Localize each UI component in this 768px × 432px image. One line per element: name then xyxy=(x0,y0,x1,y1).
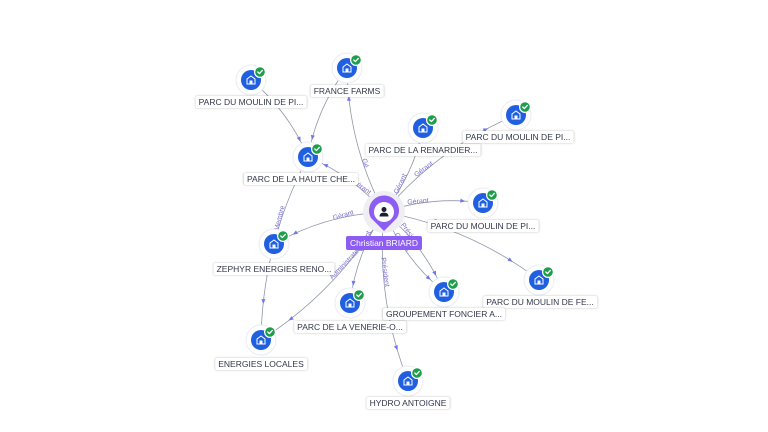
side-edge-n1-n5-arrow xyxy=(296,136,301,142)
verified-check-icon xyxy=(277,230,289,242)
node-label[interactable]: PARC DE LA RENARDIER... xyxy=(365,144,481,156)
building-icon xyxy=(342,63,352,73)
company-node[interactable] xyxy=(331,52,363,84)
edge-n12-11-arrow xyxy=(393,345,398,351)
side-edge-n5-n11-arrow xyxy=(261,299,266,305)
node-label[interactable]: PARC DE LA VENERIE-O... xyxy=(294,321,406,333)
company-node[interactable] xyxy=(258,228,290,260)
verified-check-icon xyxy=(447,278,459,290)
side-edge-n5-n11-label: Membre xyxy=(274,205,287,232)
company-node[interactable] xyxy=(407,112,439,144)
verified-check-icon xyxy=(542,266,554,278)
edge-n6-4-arrow xyxy=(460,198,466,203)
company-node[interactable] xyxy=(523,264,555,296)
person-icon xyxy=(379,207,389,217)
verified-check-icon xyxy=(311,143,323,155)
building-icon xyxy=(534,275,544,285)
node-label[interactable]: ZEPHYR ENERGIES RENO... xyxy=(213,263,335,275)
company-node[interactable] xyxy=(235,64,267,96)
node-label[interactable]: PARC DU MOULIN DE PI... xyxy=(462,131,574,143)
edge-n2-0-label: Gé xyxy=(360,158,369,169)
building-icon xyxy=(418,123,428,133)
company-node[interactable] xyxy=(392,365,424,397)
building-icon xyxy=(511,110,521,120)
node-label[interactable]: PARC DE LA HAUTE CHE... xyxy=(243,173,359,185)
edge-n2-0-arrow xyxy=(346,95,351,101)
building-icon xyxy=(345,298,355,308)
person-label[interactable]: Christian BRIARD xyxy=(345,236,423,250)
verified-check-icon xyxy=(519,101,531,113)
edge-n6-4-label: Gérant xyxy=(407,197,429,206)
edge-n11-10 xyxy=(260,211,385,341)
edge-n12-11-label: Président xyxy=(379,257,390,287)
person-node[interactable] xyxy=(363,191,405,233)
edge-n11-10-arrow xyxy=(288,316,294,321)
verified-check-icon xyxy=(350,54,362,66)
edge-n7-5-arrow xyxy=(292,230,298,235)
verified-check-icon xyxy=(254,66,266,78)
building-icon xyxy=(439,287,449,297)
edge-n4-2-label: Gérant xyxy=(413,160,434,178)
building-icon xyxy=(478,198,488,208)
building-icon xyxy=(246,75,256,85)
node-label[interactable]: HYDRO ANTOIGNE xyxy=(366,397,450,409)
verified-check-icon xyxy=(264,326,276,338)
edge-n9-8-arrow xyxy=(432,270,437,276)
edge-n8-6-arrow xyxy=(507,257,513,262)
node-label[interactable]: PARC DU MOULIN DE PI... xyxy=(427,220,539,232)
side-edge-n2-n5-arrow xyxy=(310,134,315,141)
company-node[interactable] xyxy=(467,187,499,219)
verified-check-icon xyxy=(486,189,498,201)
verified-check-icon xyxy=(426,114,438,126)
edge-n10-9-arrow xyxy=(351,280,356,286)
node-label[interactable]: FRANCE FARMS xyxy=(310,85,384,97)
building-icon xyxy=(256,335,266,345)
company-node[interactable] xyxy=(428,276,460,308)
building-icon xyxy=(403,376,413,386)
edge-n3-1-label: Gérant xyxy=(393,173,408,195)
node-label[interactable]: PARC DU MOULIN DE PI... xyxy=(195,96,307,108)
nodes-layer xyxy=(235,52,555,397)
node-label[interactable]: ENERGIES LOCALES xyxy=(215,358,307,370)
building-icon xyxy=(303,152,313,162)
company-node[interactable] xyxy=(500,99,532,131)
node-label[interactable]: GROUPEMENT FONCIER A... xyxy=(382,308,506,320)
company-node[interactable] xyxy=(292,141,324,173)
node-label[interactable]: PARC DU MOULIN DE FE... xyxy=(483,296,597,308)
verified-check-icon xyxy=(353,289,365,301)
company-node[interactable] xyxy=(334,287,366,319)
edge-n5-3-arrow xyxy=(323,164,329,168)
verified-check-icon xyxy=(411,367,423,379)
edge-n7-5-label: Gérant xyxy=(332,209,355,222)
building-icon xyxy=(269,239,279,249)
edge-n9-7-arrow xyxy=(425,275,431,280)
company-node[interactable] xyxy=(245,324,277,356)
